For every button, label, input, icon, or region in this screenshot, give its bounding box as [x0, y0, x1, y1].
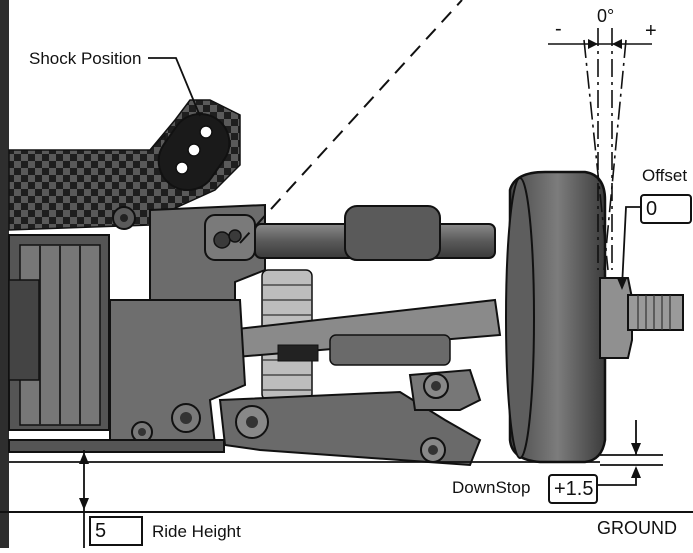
wheel-hub [508, 170, 607, 464]
shock-hole [199, 125, 213, 139]
left-edge-band [0, 0, 9, 548]
axle-stub [627, 294, 684, 331]
offset-value-box: 0 [640, 194, 692, 224]
offset-leader [621, 206, 640, 288]
camber-reference-lines [548, 28, 652, 271]
camber-minus-label: - [555, 18, 562, 40]
hub-face [505, 177, 535, 459]
shock-angle-line [239, 0, 463, 244]
camber-plus-label: + [645, 20, 657, 42]
downstop-value-box: +1.5 [548, 474, 598, 504]
ride-height-value-box: 5 [89, 516, 143, 546]
chassis-plate [8, 439, 225, 453]
shock-hole [175, 161, 189, 175]
ground-label: GROUND [597, 518, 677, 538]
shock-hole [187, 143, 201, 157]
camber-link-boot [344, 205, 441, 261]
shock-position-label: Shock Position [29, 49, 142, 68]
shock-position-leader [148, 57, 201, 117]
offset-label: Offset [642, 166, 688, 185]
camber-angle-label: 0° [597, 6, 615, 26]
ride-height-label: Ride Height [152, 522, 241, 541]
downstop-label: DownStop [452, 478, 531, 497]
axle-nut [599, 277, 633, 359]
